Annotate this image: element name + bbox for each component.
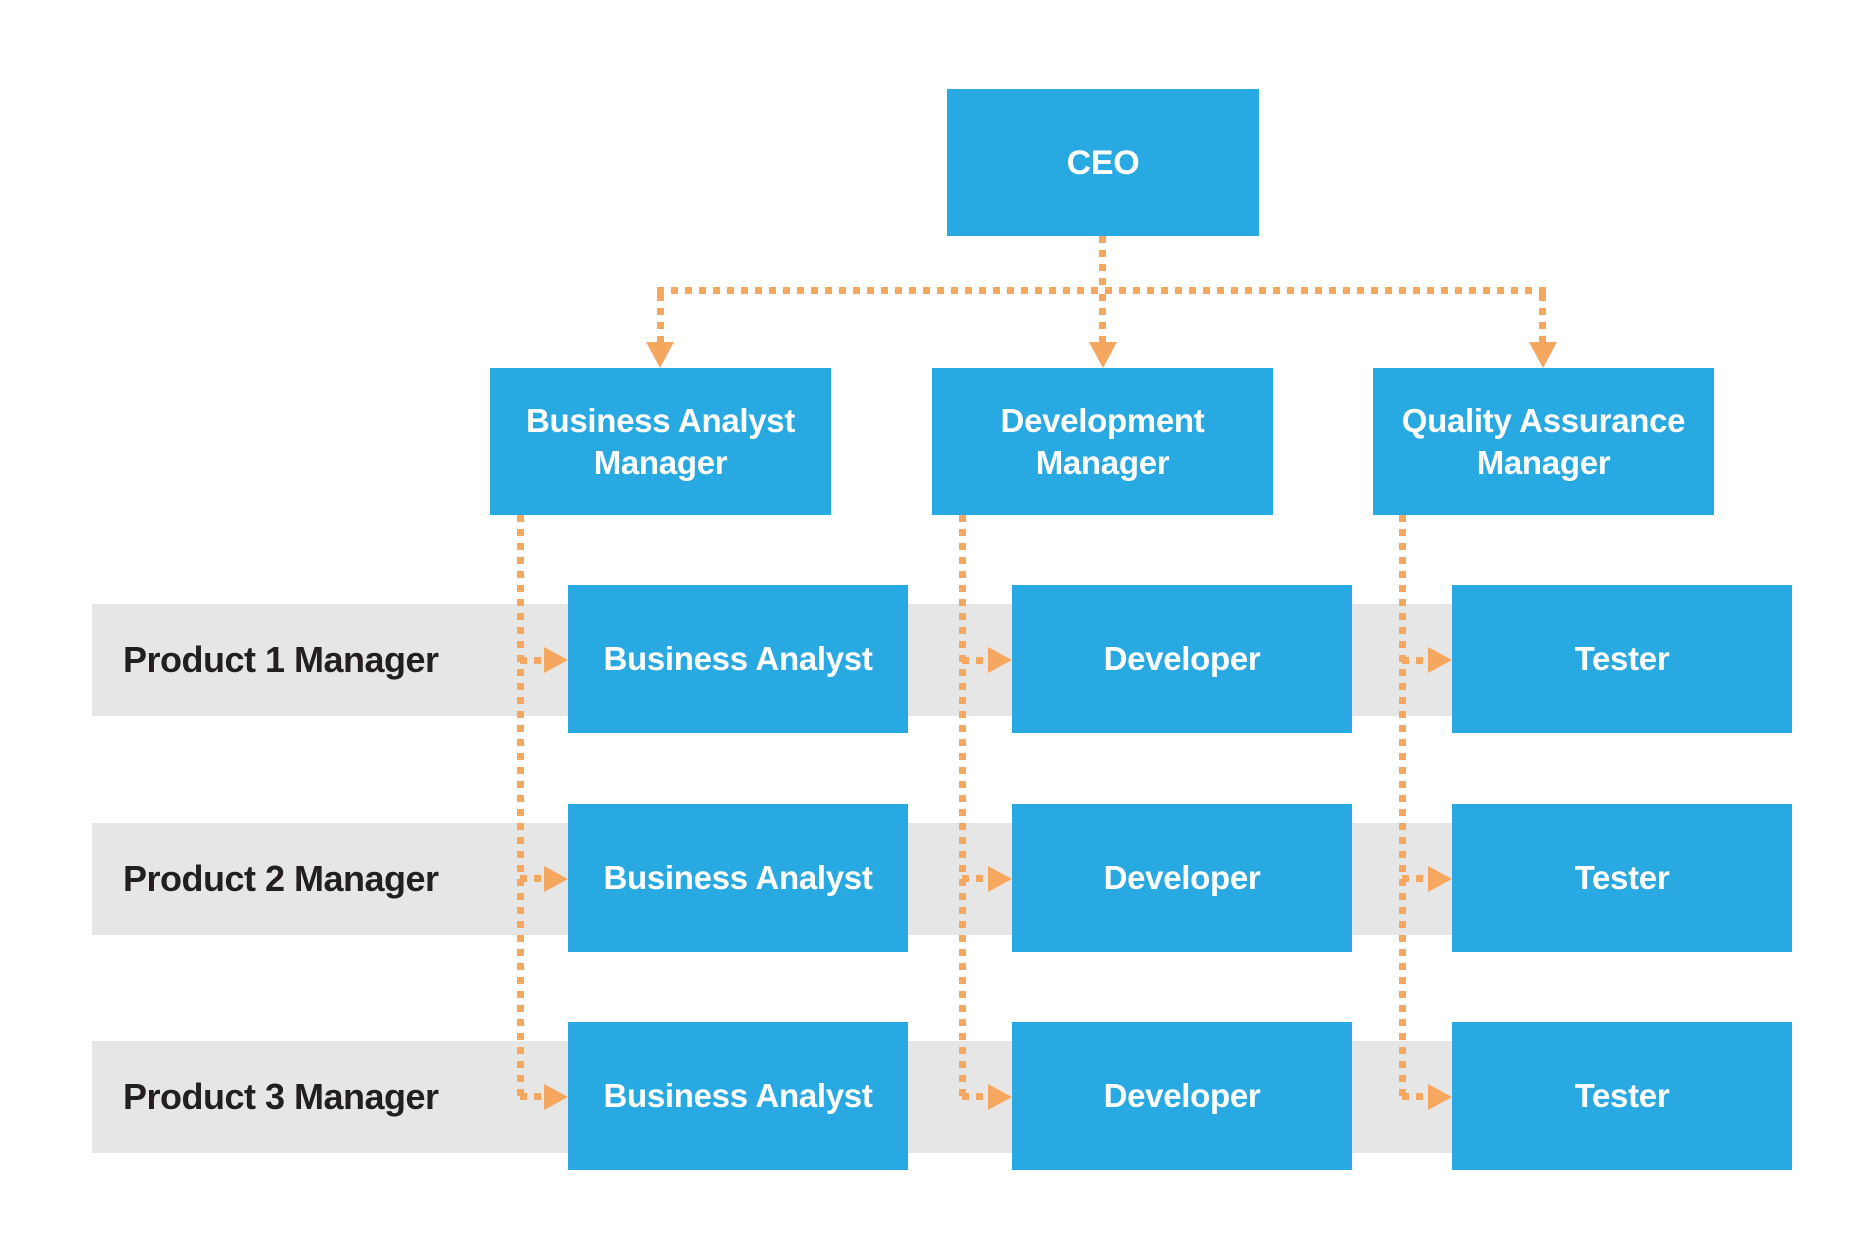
dotted-connector-drop-middle (1099, 294, 1106, 342)
right-arrow-icon (988, 866, 1012, 892)
dotted-connector-dev-manager-drop (959, 515, 966, 1100)
dotted-connector-top-horizontal (657, 287, 1546, 294)
right-arrow-icon (1428, 647, 1452, 673)
role-label: Developer (1103, 640, 1261, 677)
dotted-connector-branch (962, 657, 988, 664)
manager-label: Quality Assurance Manager (1401, 401, 1686, 481)
dotted-connector-ceo-drop (1099, 236, 1106, 290)
dotted-connector-branch (520, 657, 544, 664)
dotted-connector-qa-manager-drop (1399, 515, 1406, 1100)
down-arrow-icon (1089, 342, 1117, 368)
dotted-connector-branch (1402, 657, 1428, 664)
right-arrow-icon (544, 647, 568, 673)
role-label: Tester (1574, 1077, 1670, 1114)
role-label: Tester (1574, 640, 1670, 677)
dotted-connector-branch (520, 1093, 544, 1100)
role-box-business-analyst-row2: Business Analyst (568, 804, 908, 952)
manager-label: Development Manager (1000, 401, 1205, 481)
dotted-connector-branch (962, 875, 988, 882)
role-label: Tester (1574, 859, 1670, 896)
dotted-connector-branch (520, 875, 544, 882)
role-label: Developer (1103, 1077, 1261, 1114)
dotted-connector-ba-manager-drop (517, 515, 524, 1100)
dotted-connector-branch (1402, 1093, 1428, 1100)
right-arrow-icon (1428, 1084, 1452, 1110)
role-box-tester-row2: Tester (1452, 804, 1792, 952)
role-box-business-analyst-row3: Business Analyst (568, 1022, 908, 1170)
role-box-business-analyst-row1: Business Analyst (568, 585, 908, 733)
manager-box-development: Development Manager (932, 368, 1273, 515)
role-label: Business Analyst (603, 859, 873, 896)
right-arrow-icon (988, 1084, 1012, 1110)
right-arrow-icon (1428, 866, 1452, 892)
down-arrow-icon (646, 342, 674, 368)
product-row-label: Product 1 Manager (123, 639, 439, 680)
right-arrow-icon (988, 647, 1012, 673)
role-box-developer-row2: Developer (1012, 804, 1352, 952)
dotted-connector-drop-right (1539, 294, 1546, 342)
role-box-developer-row3: Developer (1012, 1022, 1352, 1170)
role-box-developer-row1: Developer (1012, 585, 1352, 733)
manager-box-quality-assurance: Quality Assurance Manager (1373, 368, 1714, 515)
down-arrow-icon (1529, 342, 1557, 368)
product-row-label: Product 2 Manager (123, 858, 439, 899)
dotted-connector-drop-left (657, 294, 664, 342)
ceo-label: CEO (1066, 143, 1140, 182)
dotted-connector-branch (962, 1093, 988, 1100)
product-row-label: Product 3 Manager (123, 1076, 439, 1117)
manager-box-business-analyst: Business Analyst Manager (490, 368, 831, 515)
dotted-connector-branch (1402, 875, 1428, 882)
role-label: Business Analyst (603, 1077, 873, 1114)
manager-label: Business Analyst Manager (525, 401, 796, 481)
role-box-tester-row1: Tester (1452, 585, 1792, 733)
ceo-box: CEO (947, 89, 1259, 236)
role-box-tester-row3: Tester (1452, 1022, 1792, 1170)
role-label: Developer (1103, 859, 1261, 896)
right-arrow-icon (544, 1084, 568, 1110)
right-arrow-icon (544, 866, 568, 892)
role-label: Business Analyst (603, 640, 873, 677)
